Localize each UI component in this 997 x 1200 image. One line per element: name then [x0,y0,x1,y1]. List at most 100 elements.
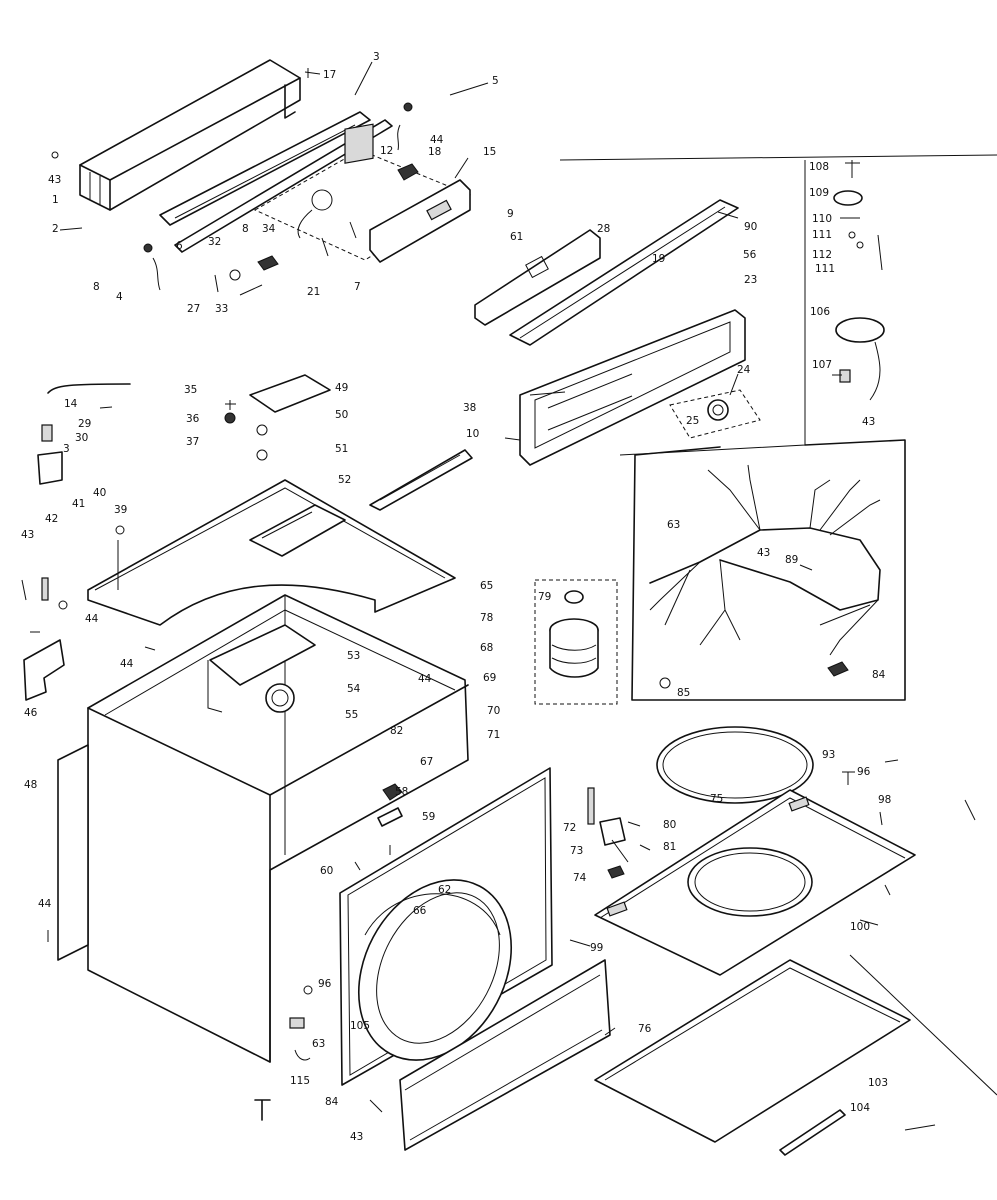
callout: 63 [667,519,680,531]
callout: 48 [24,779,37,791]
callout: 18 [428,146,441,158]
callout: 72 [563,822,576,834]
callout: 74 [573,872,587,884]
callout: 96 [857,766,871,778]
callout: 44 [38,898,52,910]
callout: 3 [63,443,70,455]
console-rod [174,119,393,253]
pump-assembly [534,579,618,705]
cabinet-side-panel-left [57,744,89,961]
callout: 75 [710,793,723,805]
callout: 43 [350,1131,363,1143]
callout: 28 [597,223,610,235]
callout: 30 [75,432,88,444]
callout: 66 [413,905,427,917]
callout: 53 [347,650,360,662]
callout: 73 [570,845,583,857]
callout: 17 [323,69,336,81]
callout: 96 [318,978,332,990]
switch-components [833,160,885,401]
callout: 81 [663,841,676,853]
callout: 42 [45,513,58,525]
callout: 2 [52,223,59,235]
callout: 40 [93,487,106,499]
callout: 34 [262,223,276,235]
callout: 70 [487,705,500,717]
callout: 43 [757,547,770,559]
callout: 9 [507,208,514,220]
callout: 41 [72,498,85,510]
callout: 43 [862,416,875,428]
callout: 65 [480,580,493,592]
callout: 25 [686,415,699,427]
top-lid-panel [594,789,916,976]
callout: 3 [373,51,380,63]
callout: 84 [872,669,886,681]
callout: 109 [809,187,829,199]
callout: 37 [186,436,199,448]
callout: 35 [184,384,197,396]
callout: 89 [785,554,798,566]
control-panel-face [474,229,601,326]
callout: 80 [663,819,676,831]
callout: 14 [64,398,78,410]
callout: 71 [487,729,500,741]
callout: 78 [480,612,493,624]
callout: 43 [21,529,34,541]
callout: 52 [338,474,351,486]
callout: 51 [335,443,348,455]
callout: 15 [483,146,496,158]
callout: 10 [466,428,479,440]
small-fasteners-top [51,68,419,296]
callout: 36 [186,413,200,425]
callout: 105 [350,1020,370,1032]
callout: 44 [85,613,99,625]
callout: 32 [208,236,221,248]
callout: 60 [320,865,333,877]
callout-labels: 3 17 5 12 44 18 15 43 1 2 6 32 8 34 8 4 … [21,51,891,1143]
base-panel [594,959,911,1143]
callout: 115 [290,1075,310,1087]
timer-bracket [369,179,471,263]
callout: 19 [652,253,665,265]
callout: 38 [463,402,476,414]
callout: 79 [538,591,551,603]
callout: 5 [492,75,499,87]
kick-plate [399,959,611,1151]
stray-marks [849,799,997,1131]
base-rail [779,1109,846,1156]
callout: 61 [510,231,523,243]
lid-hinge-bar [369,449,473,511]
callout: 23 [744,274,757,286]
callout: 8 [242,223,249,235]
callout: 107 [812,359,832,371]
callout: 99 [590,942,603,954]
callout: 27 [187,303,200,315]
callout: 76 [638,1023,652,1035]
callout: 56 [743,249,757,261]
callout: 111 [812,229,832,241]
callout: 104 [850,1102,870,1114]
lid-switch-parts [224,374,331,461]
callout: 24 [737,364,751,376]
callout: 111 [815,263,835,275]
wiring-harness [649,464,881,689]
callout: 69 [483,672,496,684]
console-cover [509,199,739,346]
callout: 29 [78,418,91,430]
callout: 112 [812,249,832,261]
callout: 4 [116,291,123,303]
callout: 12 [380,145,393,157]
cabinet-top [87,479,456,626]
callout: 7 [354,281,361,293]
lid-latch-parts [587,771,891,896]
callout: 84 [325,1096,339,1108]
bracket-46 [23,639,65,701]
tub-ring-gasket [656,726,814,804]
wiring-harness-box [631,439,906,701]
callout: 21 [307,286,320,298]
front-panel [339,767,553,1086]
callout: 43 [48,174,61,186]
callout: 106 [810,306,830,318]
